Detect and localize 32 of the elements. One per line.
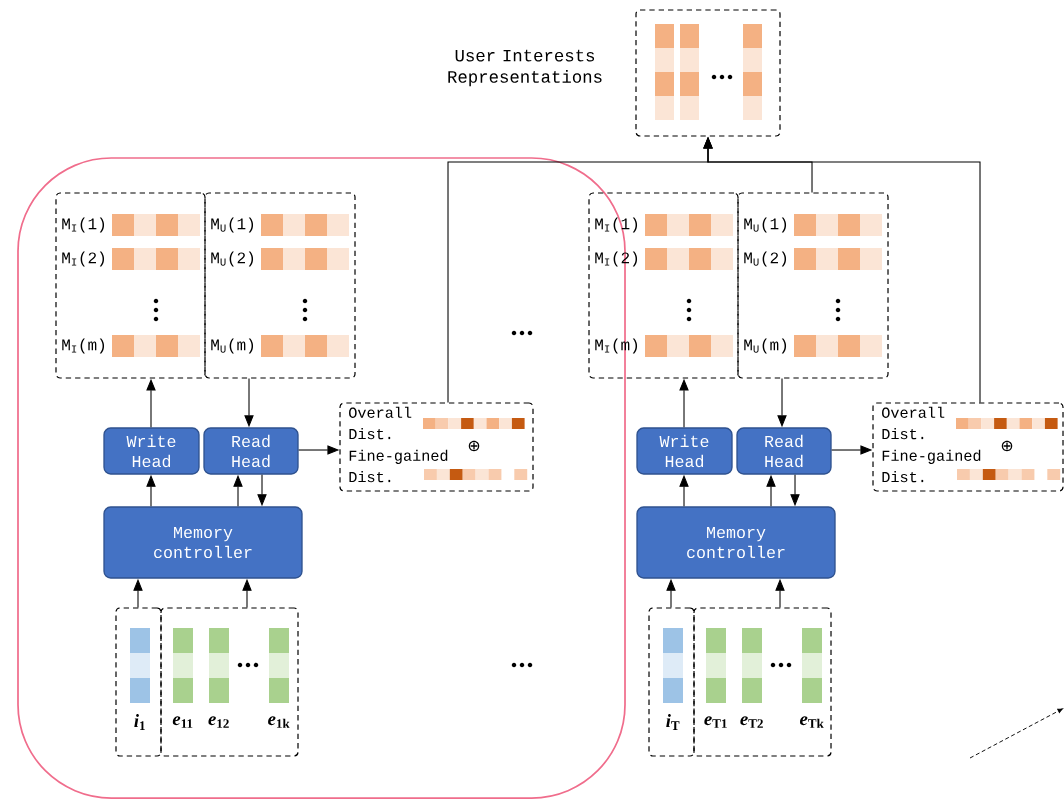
- slot-label: M$_{U}$(m): [744, 338, 787, 354]
- slot-label: M$_{U}$(1): [211, 217, 254, 233]
- operator-symbol: ⊕: [468, 440, 480, 452]
- slot-label: M$_{U}$(2): [211, 251, 254, 267]
- slot-label: M$_{U}$(2): [744, 251, 787, 267]
- head-box: Read Head: [736, 427, 832, 475]
- distribution-label: Fine-gained Dist.: [349, 449, 448, 483]
- slot-label: M$_{I}$(m): [595, 338, 638, 354]
- slot-label: M$_{I}$(2): [595, 251, 638, 267]
- vector-label: e$_{Tk}$: [800, 716, 824, 728]
- vector-label: i$_{T}$: [666, 714, 680, 730]
- slot-label: M$_{I}$(m): [62, 338, 105, 354]
- slot-label: M$_{U}$(m): [211, 338, 254, 354]
- slot-label: M$_{I}$(1): [62, 217, 105, 233]
- vector-label: i$_{1}$: [134, 714, 145, 730]
- vector-label: e$_{T1}$: [704, 716, 727, 728]
- controller-box: Memory controller: [103, 506, 303, 579]
- box-caption: User Interests Representations: [448, 49, 602, 87]
- distribution-label: Fine-gained Dist.: [882, 449, 981, 483]
- vector-label: e$_{11}$: [172, 716, 193, 728]
- operator-symbol: ⊕: [1001, 440, 1013, 452]
- vector-label: e$_{1k}$: [268, 716, 290, 728]
- slot-label: M$_{I}$(2): [62, 251, 105, 267]
- distribution-label: Overall Dist.: [882, 406, 945, 440]
- slot-label: M$_{U}$(1): [744, 217, 787, 233]
- vector-label: e$_{12}$: [208, 716, 229, 728]
- head-box: Write Head: [636, 427, 733, 475]
- distribution-label: Overall Dist.: [349, 406, 412, 440]
- controller-box: Memory controller: [636, 506, 836, 579]
- head-box: Read Head: [203, 427, 299, 475]
- vector-label: e$_{T2}$: [740, 716, 763, 728]
- head-box: Write Head: [103, 427, 200, 475]
